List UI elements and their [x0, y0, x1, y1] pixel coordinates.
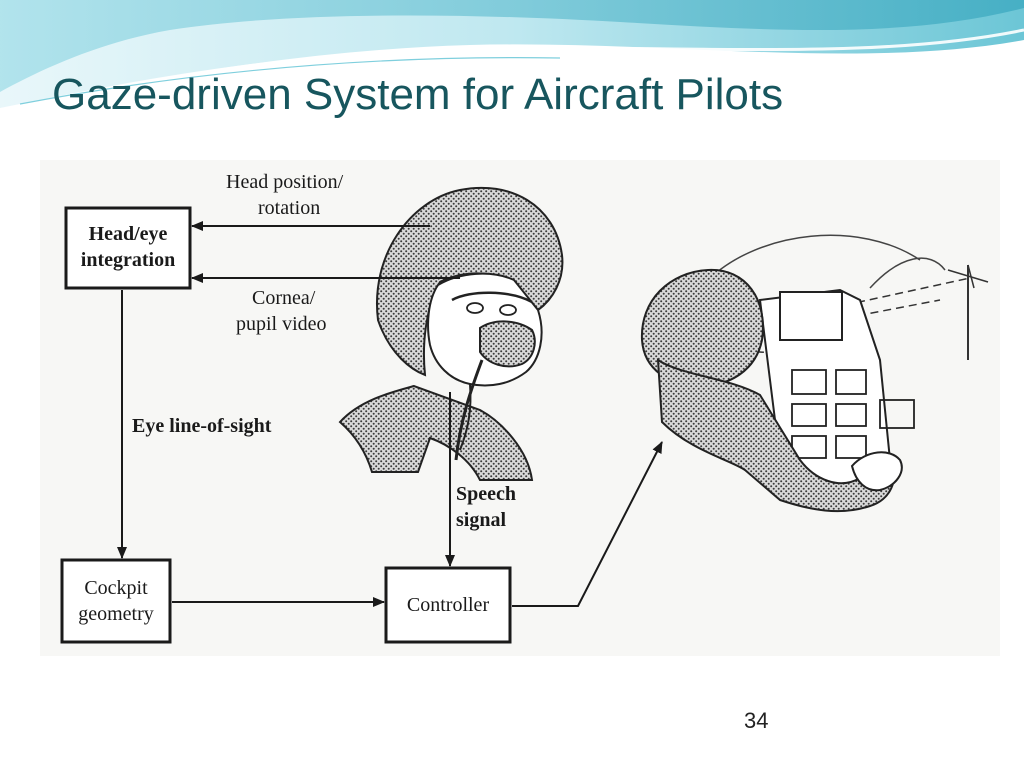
wave-highlight: [0, 28, 1024, 112]
head-eye-label-line2: integration: [81, 249, 175, 271]
slide-title: Gaze-driven System for Aircraft Pilots: [52, 70, 784, 119]
canopy-arc-right: [869, 257, 946, 289]
box-controller: Controller: [384, 566, 512, 644]
page-number: 34: [744, 708, 769, 733]
pilot-head-illustration: [338, 186, 564, 481]
head-eye-label-line1: Head/eye: [89, 223, 168, 245]
label-eye-line-of-sight: Eye line-of-sight: [132, 415, 272, 437]
cockpit-label-line1: Cockpit: [84, 577, 148, 599]
arrows: [117, 221, 663, 607]
box-head-eye-integration: Head/eye integration: [64, 206, 192, 290]
controller-label: Controller: [407, 594, 490, 616]
panel-side-display: [879, 399, 915, 429]
wave-band-front: [0, 0, 1024, 92]
label-speech-line2: signal: [456, 509, 506, 531]
wave-line: [19, 57, 561, 105]
rear-pilot-hand: [850, 451, 903, 492]
label-head-position-line2: rotation: [258, 197, 320, 219]
mask-hose: [454, 359, 484, 461]
panel-display-2: [835, 369, 867, 395]
panel-display-1: [791, 369, 827, 395]
pilot-shoulders: [338, 384, 534, 481]
panel-display-4: [835, 403, 867, 427]
hud-frame: [779, 291, 843, 341]
pilot-neck: [459, 383, 472, 451]
label-cornea-line2: pupil video: [236, 313, 327, 335]
canopy-arc: [707, 234, 921, 281]
label-head-position-line1: Head position/: [226, 171, 344, 193]
arrow-controller-to-cockpit: [512, 441, 663, 607]
cockpit-illustration: [640, 234, 989, 513]
header-wave-decoration: [0, 0, 1024, 112]
panel-display-6: [835, 435, 867, 459]
gaze-system-diagram: Head/eye integration Cockpit geometry Co…: [40, 160, 1000, 656]
rear-pilot-body: [656, 358, 895, 513]
eye-right: [499, 304, 517, 316]
box-cockpit-geometry: Cockpit geometry: [60, 558, 172, 644]
eye-left: [466, 302, 484, 314]
label-speech-line1: Speech: [456, 483, 516, 505]
helmet: [376, 186, 564, 377]
cockpit-label-line2: geometry: [78, 603, 154, 625]
visor-eyes: [451, 291, 533, 304]
oxygen-mask: [479, 320, 536, 368]
label-cornea-line1: Cornea/: [252, 287, 316, 309]
panel-display-3: [791, 403, 827, 427]
windmill-icon: [947, 264, 989, 360]
